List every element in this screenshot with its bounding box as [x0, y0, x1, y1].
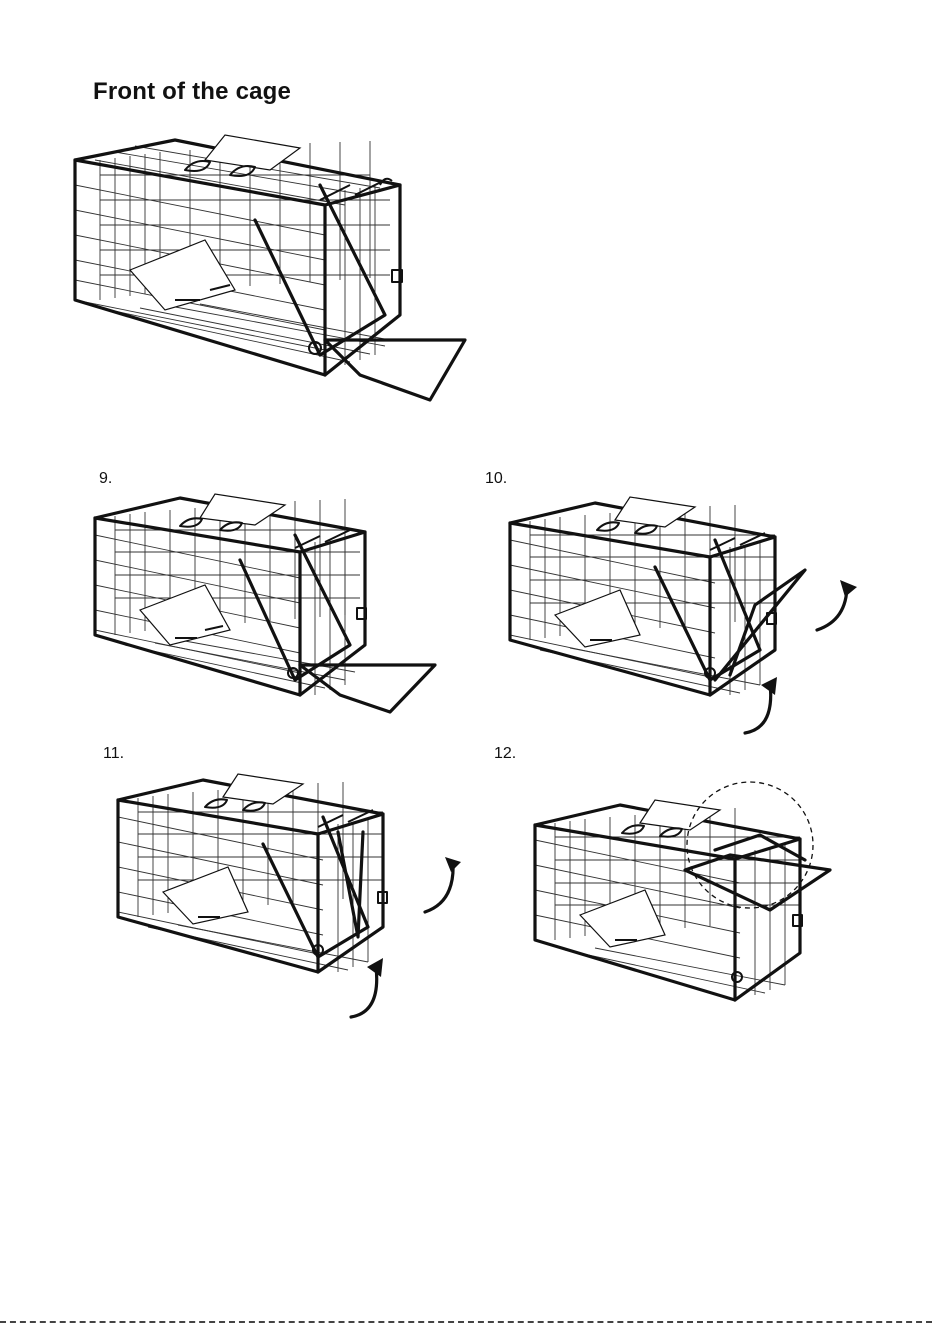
step-10-illustration — [505, 495, 865, 740]
page-bottom-border — [0, 1319, 932, 1323]
cage-front-illustration — [70, 130, 470, 405]
step-11-illustration — [113, 772, 473, 1022]
step-number-10: 10. — [485, 470, 507, 488]
step-12-illustration — [530, 775, 840, 1010]
step-number-9: 9. — [99, 470, 112, 488]
step-number-11: 11. — [103, 745, 124, 763]
page-heading: Front of the cage — [93, 78, 291, 106]
step-number-12: 12. — [494, 745, 516, 763]
step-9-illustration — [90, 490, 440, 715]
